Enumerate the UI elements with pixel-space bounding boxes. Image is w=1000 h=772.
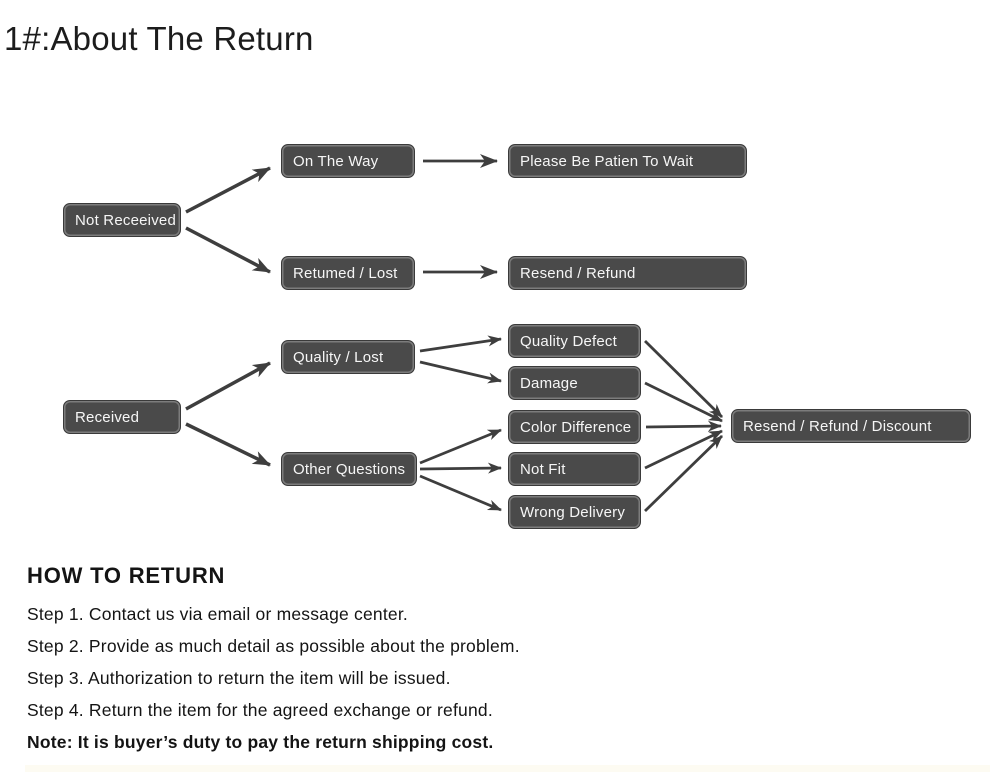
page-title: 1#:About The Return (4, 20, 314, 57)
flow-node-returned-lost: Retumed / Lost (281, 256, 415, 290)
flow-node-label: Color Difference (520, 418, 632, 436)
flow-node-label: Other Questions (293, 460, 406, 478)
flow-node-on-the-way: On The Way (281, 144, 415, 178)
flow-node-label: Not Receeived (75, 211, 176, 229)
flow-node-please-be-patient: Please Be Patien To Wait (508, 144, 747, 178)
flow-node-label: Resend / Refund (520, 264, 636, 282)
flow-node-resend-refund-discount: Resend / Refund / Discount (731, 409, 971, 443)
flow-node-wrong-delivery: Wrong Delivery (508, 495, 641, 529)
how-to-return-section: HOW TO RETURN Step 1. Contact us via ema… (27, 563, 520, 758)
return-step-3: Step 3. Authorization to return the item… (27, 668, 451, 688)
flow-node-label: Damage (520, 374, 578, 392)
flow-node-label: Quality / Lost (293, 348, 384, 366)
flow-node-resend-refund: Resend / Refund (508, 256, 747, 290)
return-step-4: Step 4. Return the item for the agreed e… (27, 700, 493, 720)
flow-node-damage: Damage (508, 366, 641, 400)
return-step-2: Step 2. Provide as much detail as possib… (27, 636, 520, 656)
flow-node-label: On The Way (293, 152, 379, 170)
next-section-edge (25, 765, 990, 772)
return-step-1: Step 1. Contact us via email or message … (27, 604, 408, 624)
flow-node-quality-defect: Quality Defect (508, 324, 641, 358)
flow-node-label: Received (75, 408, 140, 426)
flow-node-label: Not Fit (520, 460, 566, 478)
flow-node-label: Wrong Delivery (520, 503, 626, 521)
flow-node-label: Please Be Patien To Wait (520, 152, 694, 170)
flow-node-received: Received (63, 400, 181, 434)
flow-node-quality-lost: Quality / Lost (281, 340, 415, 374)
flow-node-not-received: Not Receeived (63, 203, 181, 237)
flow-node-label: Quality Defect (520, 332, 618, 350)
flow-node-other-questions: Other Questions (281, 452, 417, 486)
return-note: Note: It is buyer’s duty to pay the retu… (27, 732, 494, 752)
flow-node-label: Resend / Refund / Discount (743, 417, 932, 435)
flow-node-color-difference: Color Difference (508, 410, 641, 444)
how-to-return-heading: HOW TO RETURN (27, 563, 226, 588)
flow-node-label: Retumed / Lost (293, 264, 398, 282)
flow-node-not-fit: Not Fit (508, 452, 641, 486)
